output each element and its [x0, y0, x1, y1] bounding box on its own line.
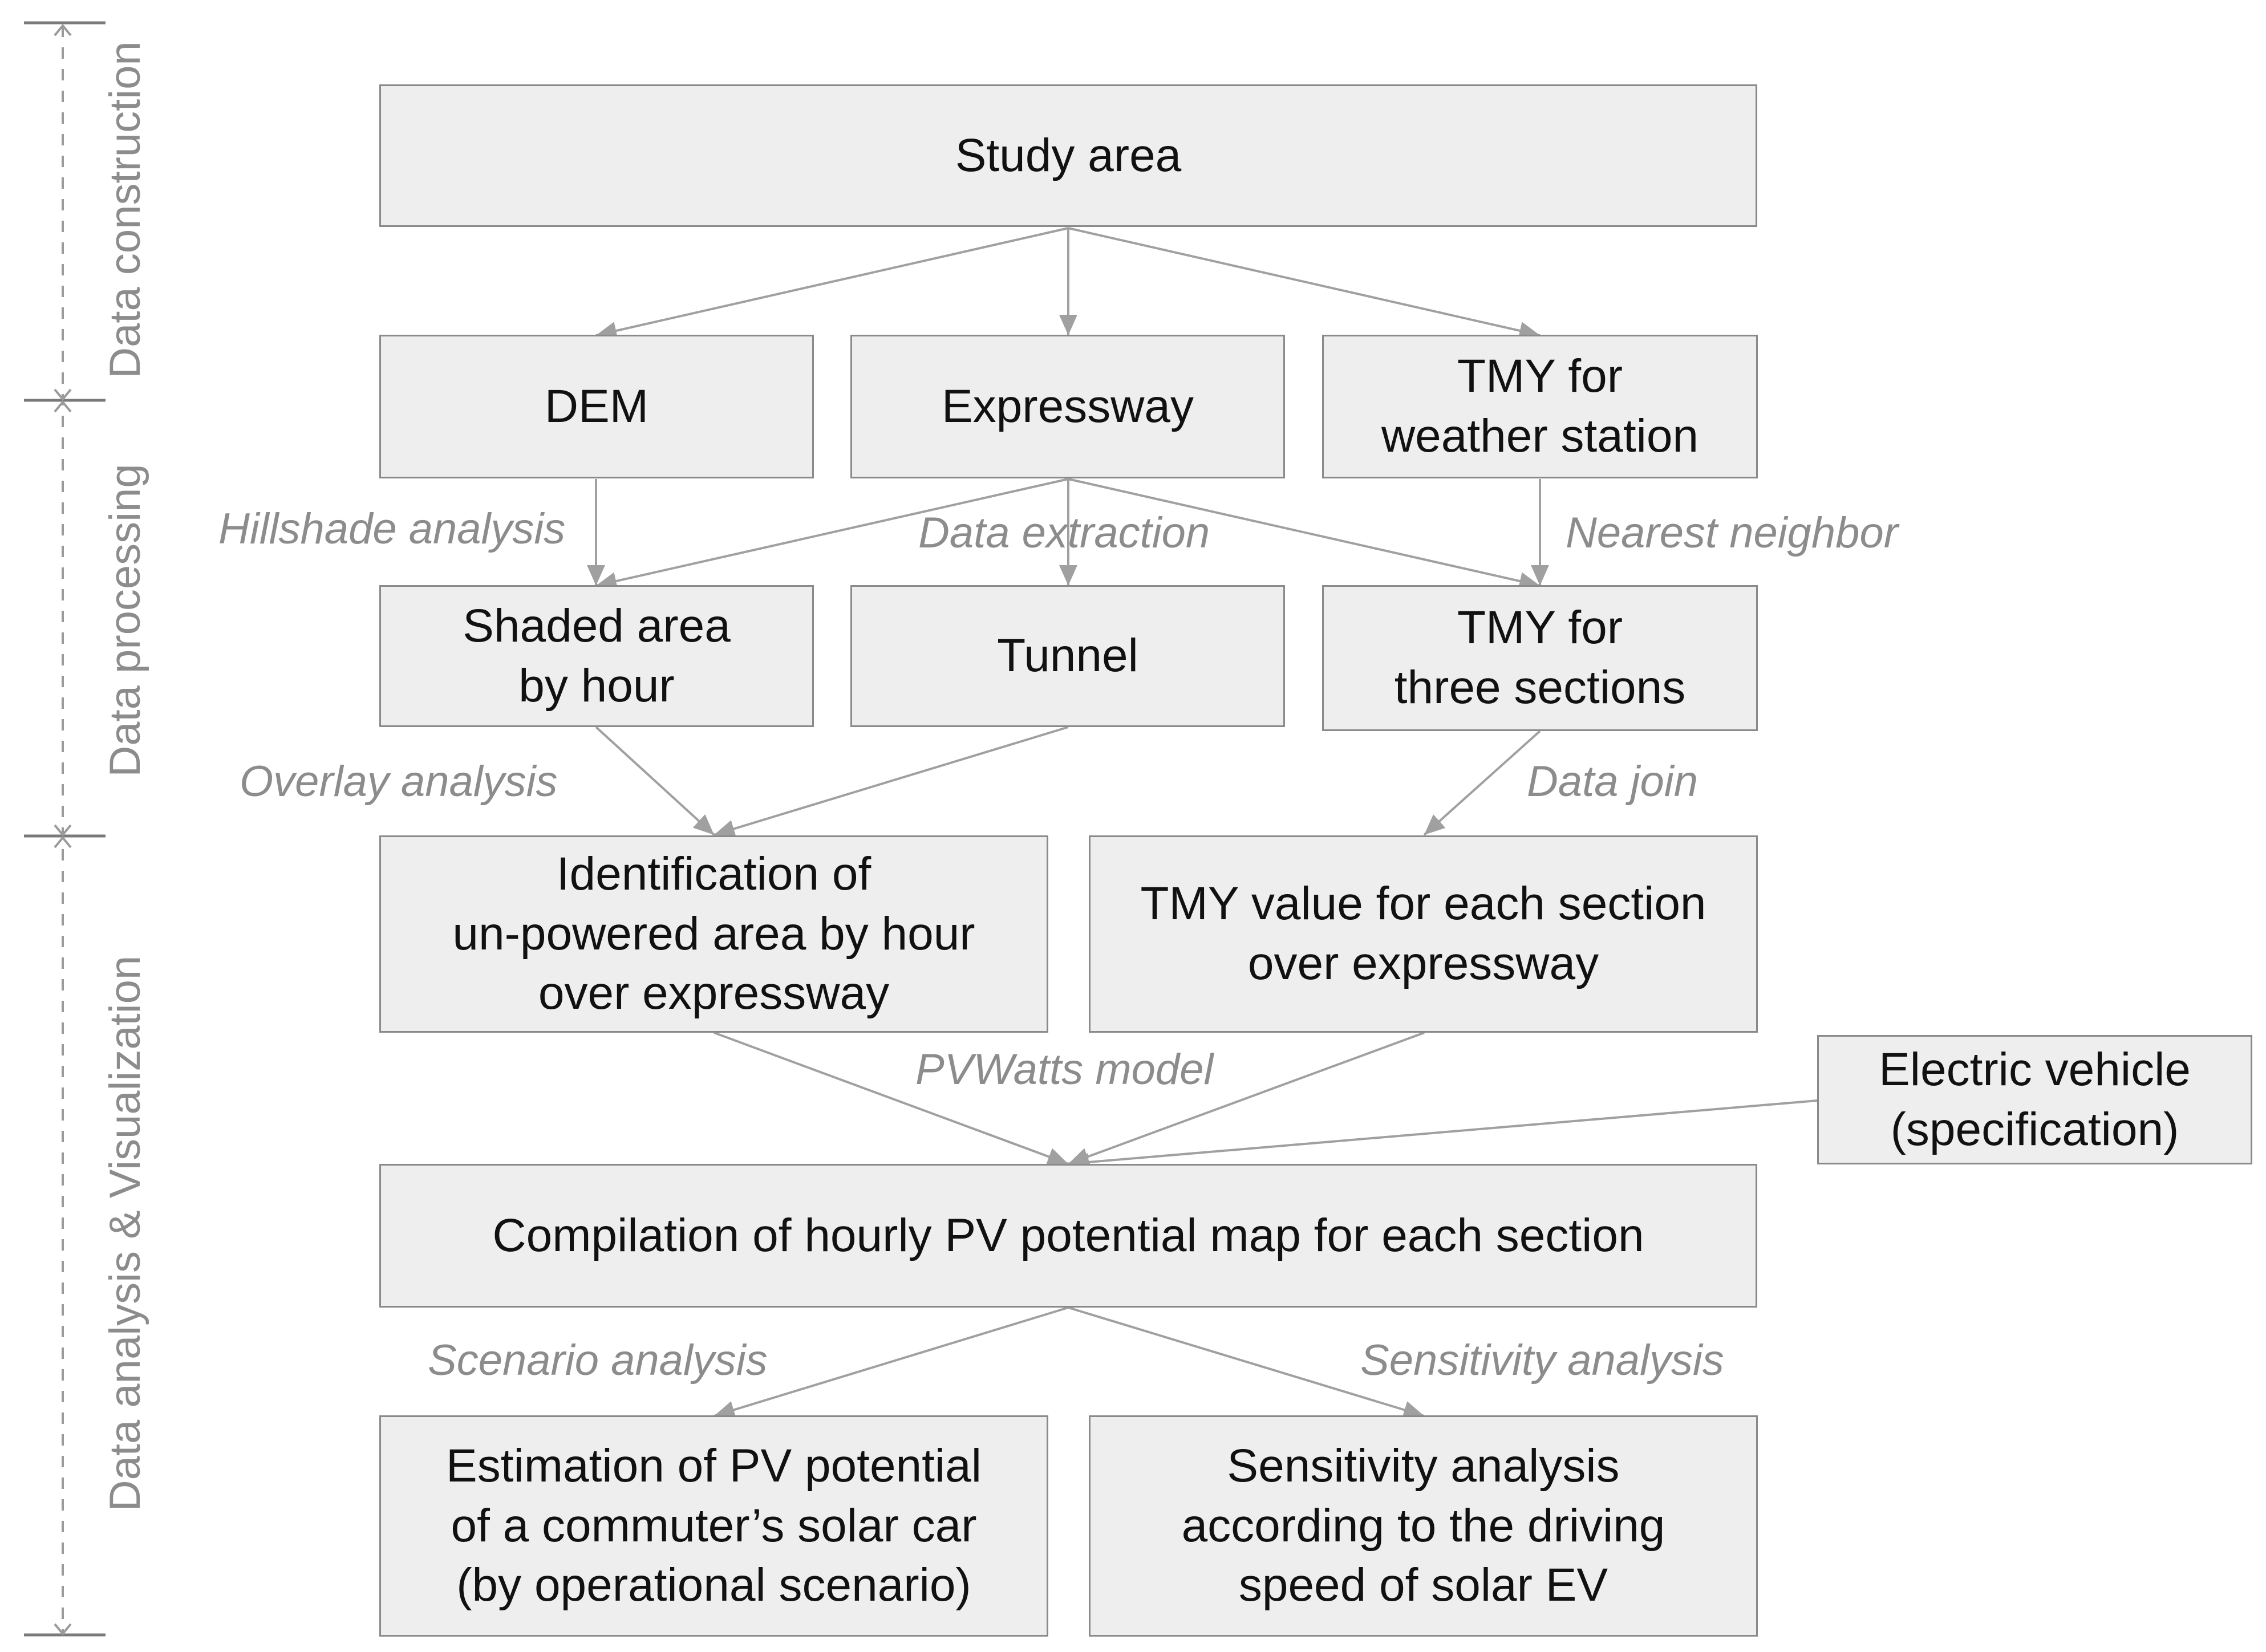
arrow-expressway-to-tmy-sections: [1068, 478, 1541, 590]
node-text-line: un-powered area by hour: [452, 907, 975, 960]
node-text-line: of a commuter’s solar car: [451, 1499, 977, 1552]
node-text-line: according to the driving: [1181, 1499, 1665, 1552]
arrow-shaded-to-unpowered: [595, 726, 715, 836]
edge-label-data-extraction: Data extraction: [918, 509, 1210, 557]
node-text-line: by hour: [518, 659, 675, 712]
node-text-line: Expressway: [941, 380, 1194, 432]
node-text: TMY for three sections: [1395, 598, 1686, 718]
node-text: Tunnel: [997, 626, 1138, 686]
node-text-line: speed of solar EV: [1238, 1559, 1608, 1612]
node-text-line: Sensitivity analysis: [1227, 1439, 1620, 1492]
stage-arrowhead-up-3: [54, 835, 72, 849]
edge-label-nearest-neighbor: Nearest neighbor: [1566, 509, 1899, 557]
edge-label-data-join: Data join: [1527, 757, 1698, 806]
node-text-line: Tunnel: [997, 630, 1138, 682]
edge-label-scenario: Scenario analysis: [428, 1336, 768, 1385]
arrow-expressway-to-shaded: [595, 478, 1069, 590]
stage-arrowhead-up-2: [54, 400, 72, 413]
node-text-line: Study area: [955, 129, 1182, 181]
node-study-area: Study area: [379, 84, 1757, 227]
node-text: Sensitivity analysis according to the dri…: [1182, 1436, 1665, 1616]
node-sensitivity: Sensitivity analysis according to the dri…: [1089, 1415, 1758, 1637]
node-compilation: Compilation of hourly PV potential map f…: [379, 1164, 1757, 1308]
stage-arrowhead-down-1: [54, 388, 72, 401]
edge-label-overlay: Overlay analysis: [240, 757, 558, 806]
stage-arrowhead-down-2: [54, 824, 72, 837]
arrow-tunnel-to-unpowered: [714, 726, 1069, 838]
node-text: DEM: [545, 377, 648, 437]
node-tmy-three-sections: TMY for three sections: [1322, 585, 1758, 731]
node-unpowered-area: Identification of un-powered area by hour…: [379, 835, 1048, 1033]
node-text: Expressway: [942, 377, 1194, 437]
node-text-line: TMY for: [1457, 350, 1623, 403]
node-dem: DEM: [379, 335, 814, 478]
node-electric-vehicle: Electric vehicle (specification): [1817, 1035, 2252, 1164]
node-text: Identification of un-powered area by hour…: [452, 845, 975, 1024]
arrow-ev-to-compilation: [1068, 1099, 1818, 1171]
stage-axis: [24, 21, 106, 1637]
edge-label-hillshade: Hillshade analysis: [218, 505, 566, 553]
node-text-line: over expressway: [1247, 937, 1599, 989]
node-text-line: three sections: [1394, 661, 1686, 713]
stage-arrowhead-up-1: [54, 23, 72, 36]
node-text-line: TMY value for each section: [1140, 878, 1706, 930]
node-text: Study area: [955, 126, 1182, 186]
node-text: Estimation of PV potential of a commuter’…: [446, 1436, 982, 1616]
edge-label-pvwatts: PVWatts model: [915, 1045, 1214, 1094]
node-text-line: Compilation of hourly PV potential map f…: [492, 1209, 1644, 1261]
node-text-line: over expressway: [538, 967, 890, 1020]
node-text: Electric vehicle (specification): [1879, 1040, 2191, 1160]
stage-label-data-analysis: Data analysis & Visualization: [101, 955, 149, 1512]
node-text-line: weather station: [1381, 410, 1699, 462]
node-text: TMY value for each section over expresswa…: [1140, 874, 1706, 994]
node-text-line: Electric vehicle: [1879, 1043, 2191, 1095]
node-text: Shaded area by hour: [463, 596, 731, 716]
node-tunnel: Tunnel: [850, 585, 1285, 727]
arrow-study-to-dem: [595, 227, 1069, 340]
node-text: TMY for weather station: [1381, 347, 1699, 466]
arrow-compilation-to-estimation: [714, 1306, 1069, 1419]
node-tmy-value: TMY value for each section over expresswa…: [1089, 835, 1758, 1033]
edge-label-sensitivity: Sensitivity analysis: [1360, 1336, 1724, 1385]
arrow-study-to-tmy-weather: [1068, 227, 1541, 340]
stage-label-data-construction: Data construction: [101, 41, 149, 379]
node-text: Compilation of hourly PV potential map f…: [492, 1206, 1644, 1266]
arrows: [587, 227, 1818, 1419]
node-text-line: Identification of: [556, 847, 871, 900]
node-estimation: Estimation of PV potential of a commuter’…: [379, 1415, 1048, 1637]
node-tmy-weather-station: TMY for weather station: [1322, 335, 1758, 478]
stage-arrowhead-down-3: [54, 1623, 72, 1636]
arrow-unpowered-to-compilation: [714, 1032, 1069, 1166]
node-text-line: (specification): [1890, 1103, 2179, 1155]
node-text-line: (by operational scenario): [456, 1559, 971, 1612]
node-text-line: DEM: [544, 380, 649, 432]
node-shaded-area: Shaded area by hour: [379, 585, 814, 727]
arrow-tmy-sections-to-tmy-value: [1423, 730, 1541, 836]
arrow-tmy-value-to-compilation: [1068, 1032, 1425, 1166]
node-expressway: Expressway: [850, 335, 1285, 478]
stage-label-data-processing: Data processing: [101, 464, 149, 777]
node-text-line: TMY for: [1457, 602, 1623, 654]
arrow-compilation-to-sensitivity: [1068, 1306, 1425, 1419]
node-text-line: Shaded area: [463, 599, 731, 652]
node-text-line: Estimation of PV potential: [446, 1439, 982, 1492]
